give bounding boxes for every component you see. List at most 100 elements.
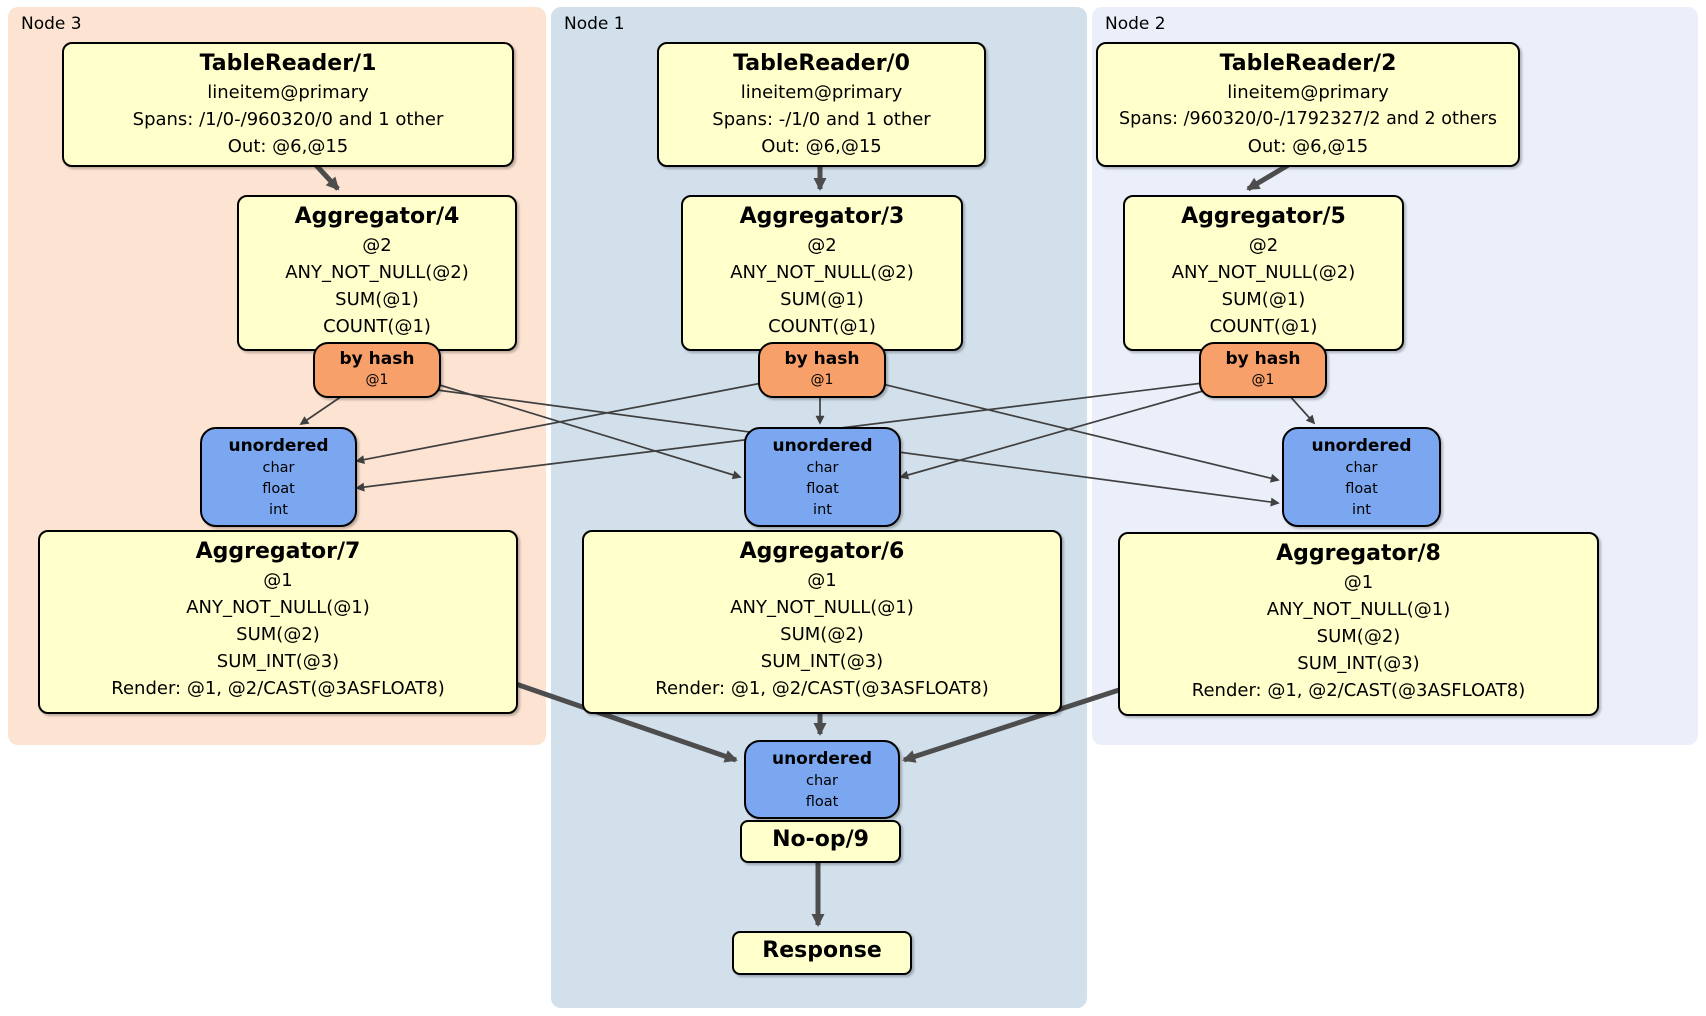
processor-line: @2 — [807, 235, 837, 256]
processor-line: ANY_NOT_NULL(@2) — [730, 262, 914, 283]
processor-line: @1 — [1343, 572, 1374, 593]
processor-line: Out: @6,@15 — [1247, 136, 1369, 157]
processor-line: SUM_INT(@3) — [760, 651, 884, 672]
processor-line: Render: @1, @2/CAST(@3ASFLOAT8) — [111, 678, 445, 699]
processor-title: TableReader/2 — [1219, 51, 1397, 76]
processor-line: SUM_INT(@3) — [216, 651, 340, 672]
sync-unordered-right: unordered char float int — [1282, 427, 1441, 527]
sync-column: char — [806, 460, 839, 476]
node1-label: Node 1 — [564, 14, 625, 34]
processor-line: SUM(@1) — [335, 289, 419, 310]
processor-line: Render: @1, @2/CAST(@3ASFLOAT8) — [1191, 680, 1526, 701]
processor-title: TableReader/0 — [733, 51, 910, 76]
processor-line: @1 — [263, 570, 293, 591]
sync-title: unordered — [228, 436, 329, 456]
processor-aggregator-3: Aggregator/3 @2 ANY_NOT_NULL(@2) SUM(@1)… — [681, 195, 963, 351]
router-by-hash-5: by hash @1 — [1199, 342, 1327, 398]
processor-line: ANY_NOT_NULL(@2) — [1171, 262, 1356, 283]
processor-line: ANY_NOT_NULL(@1) — [730, 597, 914, 618]
sync-title: unordered — [771, 749, 873, 769]
processor-line: Render: @1, @2/CAST(@3ASFLOAT8) — [655, 678, 989, 699]
processor-line: COUNT(@1) — [323, 316, 431, 337]
processor-tablereader-2: TableReader/2 lineitem@primary Spans: /9… — [1096, 42, 1520, 167]
processor-aggregator-6: Aggregator/6 @1 ANY_NOT_NULL(@1) SUM(@2)… — [582, 530, 1062, 714]
processor-title: Aggregator/8 — [1276, 541, 1441, 566]
processor-tablereader-1: TableReader/1 lineitem@primary Spans: /1… — [62, 42, 514, 167]
edge-hash4-sync-center — [432, 382, 742, 480]
router-by-hash-4: by hash @1 — [313, 342, 441, 398]
sync-unordered-center: unordered char float int — [744, 427, 901, 527]
processor-title: Aggregator/7 — [195, 539, 361, 564]
edge-hash5-sync-center — [899, 390, 1204, 480]
processor-aggregator-4: Aggregator/4 @2 ANY_NOT_NULL(@2) SUM(@1)… — [237, 195, 517, 351]
processor-line: ANY_NOT_NULL(@1) — [1266, 599, 1451, 620]
processor-title: Response — [762, 938, 882, 963]
processor-aggregator-7: Aggregator/7 @1 ANY_NOT_NULL(@1) SUM(@2)… — [38, 530, 518, 714]
sync-column: int — [1352, 502, 1371, 518]
processor-line: @2 — [362, 235, 392, 256]
processor-title: TableReader/1 — [199, 51, 377, 76]
processor-line: @1 — [807, 570, 837, 591]
processor-aggregator-5: Aggregator/5 @2 ANY_NOT_NULL(@2) SUM(@1)… — [1123, 195, 1404, 351]
router-by-hash-3: by hash @1 — [758, 342, 886, 398]
sync-unordered-final: unordered char float — [744, 740, 900, 819]
processor-aggregator-8: Aggregator/8 @1 ANY_NOT_NULL(@1) SUM(@2)… — [1118, 532, 1599, 716]
node3-label: Node 3 — [21, 14, 82, 34]
processor-line: ANY_NOT_NULL(@2) — [285, 262, 469, 283]
processor-line: Spans: /1/0-/960320/0 and 1 other — [132, 109, 444, 130]
router-title: by hash — [339, 349, 415, 369]
processor-title: No-op/9 — [772, 827, 869, 852]
processor-line: COUNT(@1) — [768, 316, 876, 337]
router-detail: @1 — [1251, 372, 1275, 388]
processor-noop-9: No-op/9 — [740, 820, 901, 863]
edge-hash4-sync-left — [299, 393, 346, 426]
processor-line: ANY_NOT_NULL(@1) — [186, 597, 370, 618]
processor-line: SUM(@2) — [780, 624, 864, 645]
edge-agg8-final-sync — [902, 687, 1120, 763]
sync-column: float — [262, 481, 295, 497]
router-detail: @1 — [810, 372, 834, 388]
router-title: by hash — [1225, 349, 1301, 369]
sync-title: unordered — [1311, 436, 1412, 456]
edge-agg7-final-sync — [512, 680, 738, 763]
processor-line: Spans: -/1/0 and 1 other — [712, 109, 931, 130]
sync-column: float — [805, 794, 839, 810]
edge-hash3-sync-right — [877, 382, 1280, 483]
node2-label: Node 2 — [1105, 14, 1166, 34]
processor-line: lineitem@primary — [1227, 82, 1389, 103]
sync-column: float — [806, 481, 839, 497]
processor-line: Out: @6,@15 — [761, 136, 882, 157]
processor-line: lineitem@primary — [207, 82, 369, 103]
edge-tr1-agg4 — [313, 162, 340, 191]
processor-line: SUM(@1) — [780, 289, 864, 310]
sync-column: int — [269, 502, 288, 518]
processor-line: SUM(@1) — [1221, 289, 1306, 310]
processor-line: @2 — [1248, 235, 1279, 256]
sync-unordered-left: unordered char float int — [200, 427, 357, 527]
sync-title: unordered — [772, 436, 873, 456]
processor-line: COUNT(@1) — [1209, 316, 1318, 337]
sync-column: float — [1345, 481, 1378, 497]
edge-tr2-agg5 — [1246, 161, 1292, 192]
processor-title: Aggregator/5 — [1181, 204, 1346, 229]
sync-column: char — [805, 773, 838, 789]
sync-column: char — [1345, 460, 1378, 476]
processor-title: Aggregator/4 — [294, 204, 460, 229]
router-title: by hash — [784, 349, 860, 369]
processor-line: SUM(@2) — [236, 624, 320, 645]
router-detail: @1 — [365, 372, 389, 388]
edge-hash3-sync-left — [355, 382, 763, 465]
sync-column: int — [813, 502, 832, 518]
processor-response: Response — [732, 931, 912, 975]
processor-title: Aggregator/3 — [739, 204, 905, 229]
sync-column: char — [262, 460, 295, 476]
edge-hash5-sync-right — [1287, 393, 1316, 425]
processor-line: Spans: /960320/0-/1792327/2 and 2 others — [1118, 109, 1497, 129]
processor-line: SUM(@2) — [1316, 626, 1401, 647]
processor-line: SUM_INT(@3) — [1297, 653, 1420, 674]
processor-line: lineitem@primary — [740, 82, 903, 103]
processor-tablereader-0: TableReader/0 lineitem@primary Spans: -/… — [657, 42, 986, 167]
processor-line: Out: @6,@15 — [227, 136, 349, 157]
